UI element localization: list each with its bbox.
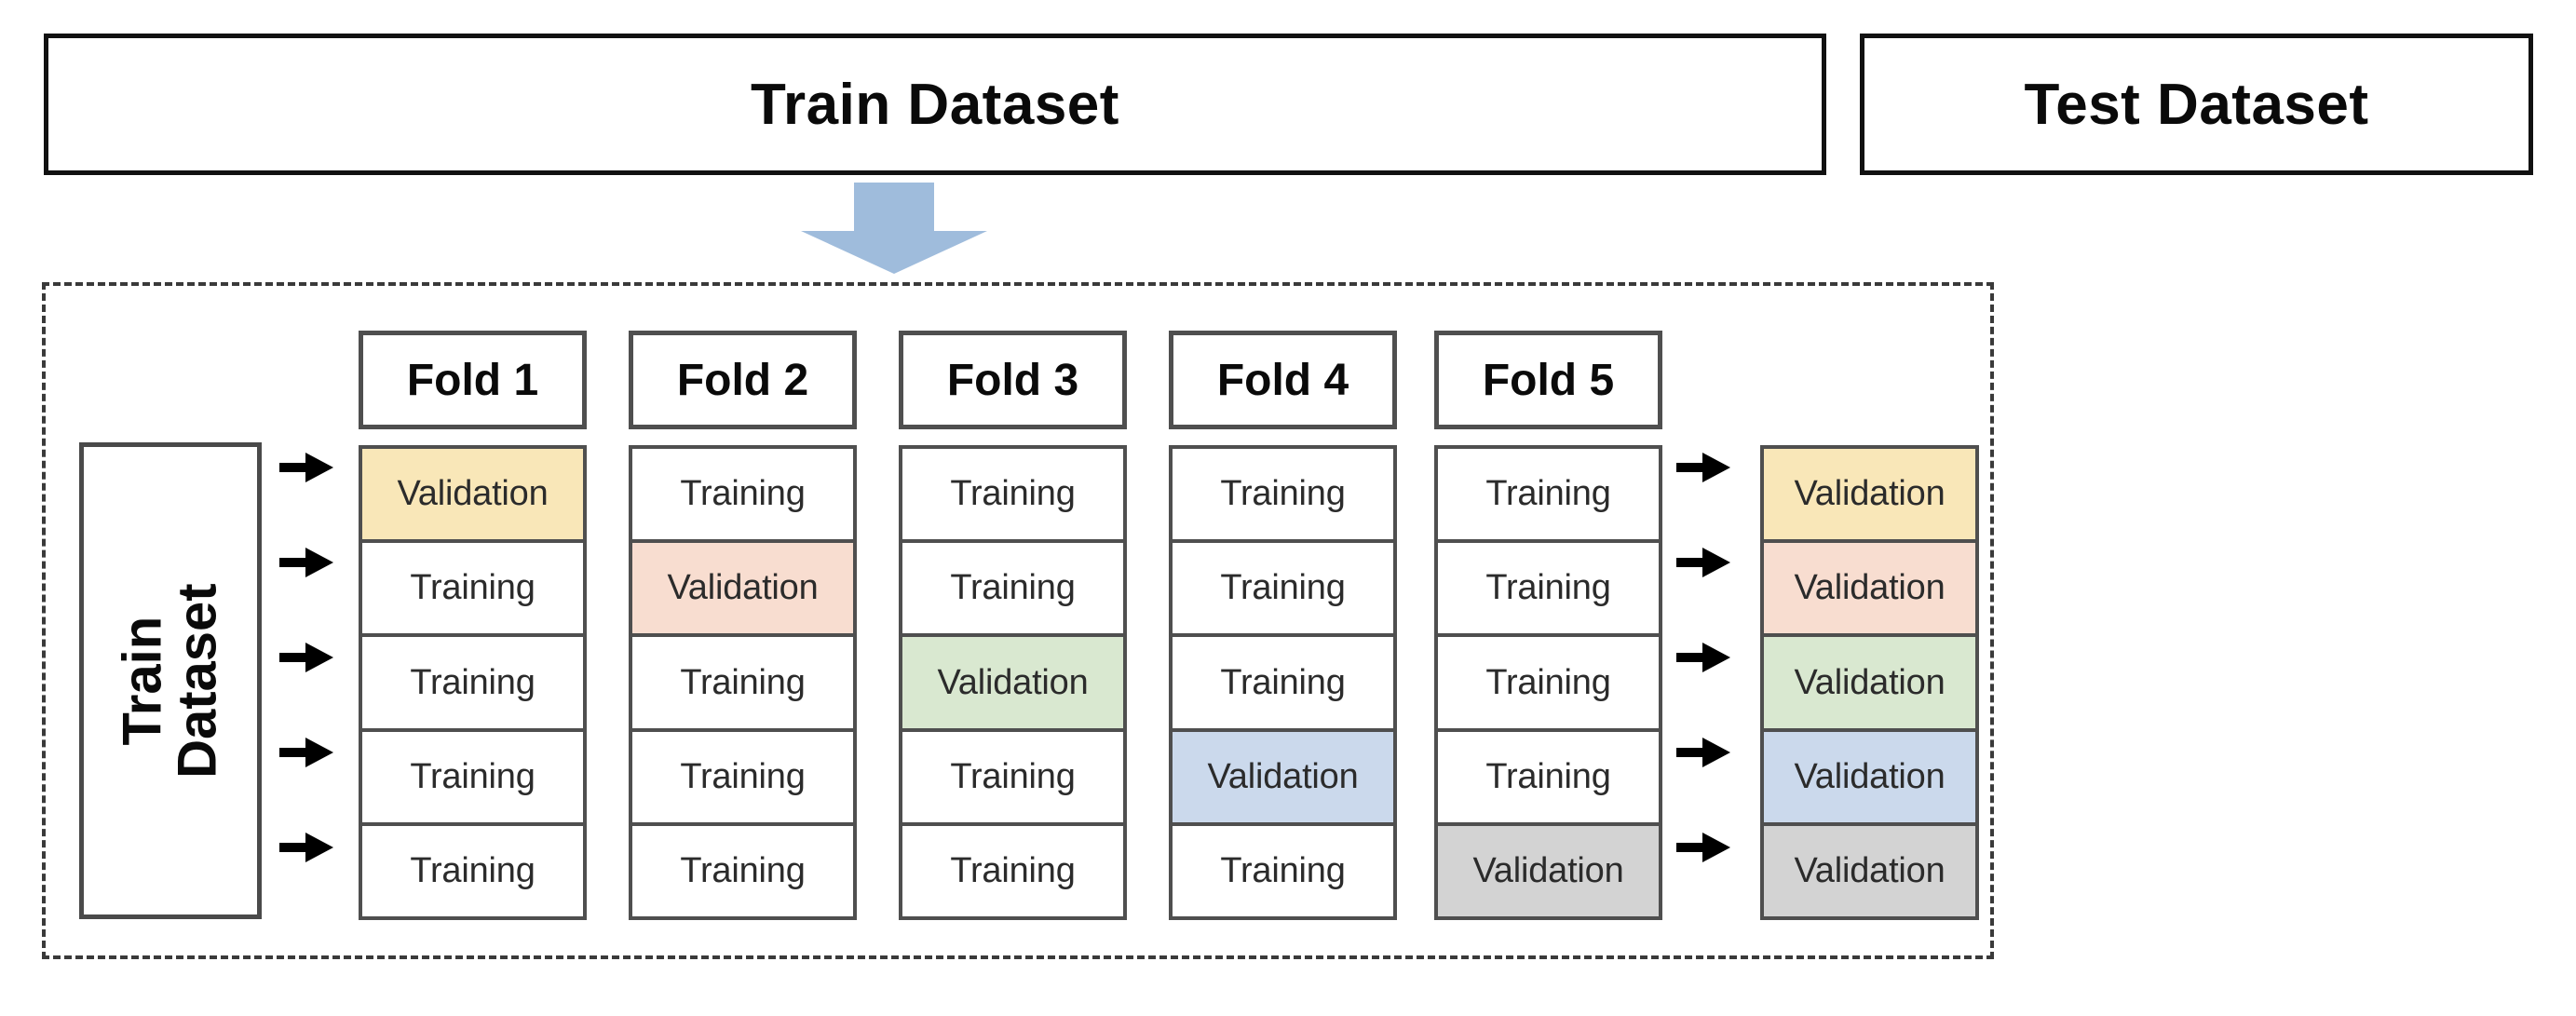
cross-validation-container [42, 282, 1994, 959]
fold-header-5: Fold 5 [1434, 331, 1662, 429]
cell-label: Training [950, 474, 1076, 514]
cell-label: Validation [1472, 850, 1624, 890]
table-cell: Training [632, 449, 853, 544]
table-cell: Training [362, 731, 583, 826]
train-dataset-source-box: Train Dataset [79, 442, 262, 919]
result-label: Validation [1794, 568, 1946, 608]
train-dataset-source-label: Train Dataset [112, 583, 229, 779]
cell-label: Training [1220, 474, 1346, 514]
down-arrow-icon [801, 183, 987, 274]
table-cell: Training [1173, 637, 1393, 732]
table-cell: Training [632, 731, 853, 826]
right-arrow-icon [1676, 548, 1730, 577]
table-cell: Training [362, 825, 583, 917]
cell-label: Training [1220, 568, 1346, 608]
table-cell: Validation [1173, 731, 1393, 826]
fold-header-label-3: Fold 3 [946, 355, 1079, 405]
table-cell: Training [362, 543, 583, 638]
table-cell: Training [632, 825, 853, 917]
train-dataset-label: Train Dataset [751, 72, 1119, 137]
right-arrow-icon [279, 738, 333, 767]
table-cell: Training [902, 543, 1123, 638]
cell-label: Training [950, 850, 1076, 890]
source-label-line1: Train [112, 616, 173, 746]
cell-label: Training [1220, 850, 1346, 890]
right-arrow-icon [279, 548, 333, 577]
right-arrow-icon [1676, 453, 1730, 482]
fold-column-5: Training Training Training Training Vali… [1434, 445, 1662, 920]
cell-label: Training [680, 756, 806, 796]
fold-column-1: Validation Training Training Training Tr… [359, 445, 587, 920]
table-cell: Validation [902, 637, 1123, 732]
result-label: Validation [1794, 662, 1946, 702]
cell-label: Training [1485, 662, 1611, 702]
table-cell: Training [902, 825, 1123, 917]
fold-header-label-2: Fold 2 [676, 355, 809, 405]
result-label: Validation [1794, 474, 1946, 514]
result-cell: Validation [1764, 731, 1975, 826]
table-cell: Validation [1438, 825, 1659, 917]
table-cell: Validation [362, 449, 583, 544]
cell-label: Training [680, 850, 806, 890]
result-cell: Validation [1764, 637, 1975, 732]
fold-column-3: Training Training Validation Training Tr… [899, 445, 1127, 920]
result-label: Validation [1794, 756, 1946, 796]
fold-header-label-5: Fold 5 [1482, 355, 1615, 405]
table-cell: Training [1438, 637, 1659, 732]
cell-label: Validation [397, 474, 549, 514]
cell-label: Training [410, 850, 536, 890]
right-arrow-icon [279, 833, 333, 862]
cell-label: Validation [937, 662, 1089, 702]
cell-label: Training [950, 756, 1076, 796]
table-cell: Training [1173, 825, 1393, 917]
fold-header-4: Fold 4 [1169, 331, 1397, 429]
cell-label: Validation [667, 568, 819, 608]
right-arrow-icon [279, 453, 333, 482]
table-cell: Validation [632, 543, 853, 638]
cell-label: Training [410, 568, 536, 608]
fold-header-1: Fold 1 [359, 331, 587, 429]
cell-label: Training [410, 662, 536, 702]
fold-column-2: Training Validation Training Training Tr… [629, 445, 857, 920]
cell-label: Training [680, 474, 806, 514]
train-dataset-box: Train Dataset [44, 34, 1826, 175]
cell-label: Training [1485, 474, 1611, 514]
table-cell: Training [1438, 543, 1659, 638]
cell-label: Training [410, 756, 536, 796]
source-label-line2: Dataset [168, 583, 229, 779]
table-cell: Training [1438, 731, 1659, 826]
right-arrow-icon [1676, 643, 1730, 672]
result-label: Validation [1794, 850, 1946, 890]
fold-column-4: Training Training Training Validation Tr… [1169, 445, 1397, 920]
result-cell: Validation [1764, 825, 1975, 917]
cell-label: Training [680, 662, 806, 702]
table-cell: Training [902, 731, 1123, 826]
cell-label: Training [1485, 756, 1611, 796]
result-cell: Validation [1764, 543, 1975, 638]
cell-label: Training [1220, 662, 1346, 702]
fold-header-label-1: Fold 1 [406, 355, 539, 405]
fold-header-2: Fold 2 [629, 331, 857, 429]
table-cell: Training [1438, 449, 1659, 544]
right-arrow-icon [1676, 738, 1730, 767]
table-cell: Training [632, 637, 853, 732]
cell-label: Training [1485, 568, 1611, 608]
test-dataset-box: Test Dataset [1860, 34, 2533, 175]
test-dataset-label: Test Dataset [2024, 72, 2369, 137]
right-arrow-icon [1676, 833, 1730, 862]
cell-label: Training [950, 568, 1076, 608]
table-cell: Training [1173, 543, 1393, 638]
table-cell: Training [362, 637, 583, 732]
validation-results-column: Validation Validation Validation Validat… [1760, 445, 1979, 920]
result-cell: Validation [1764, 449, 1975, 544]
table-cell: Training [1173, 449, 1393, 544]
fold-header-label-4: Fold 4 [1216, 355, 1349, 405]
fold-header-3: Fold 3 [899, 331, 1127, 429]
table-cell: Training [902, 449, 1123, 544]
right-arrow-icon [279, 643, 333, 672]
cell-label: Validation [1207, 756, 1359, 796]
